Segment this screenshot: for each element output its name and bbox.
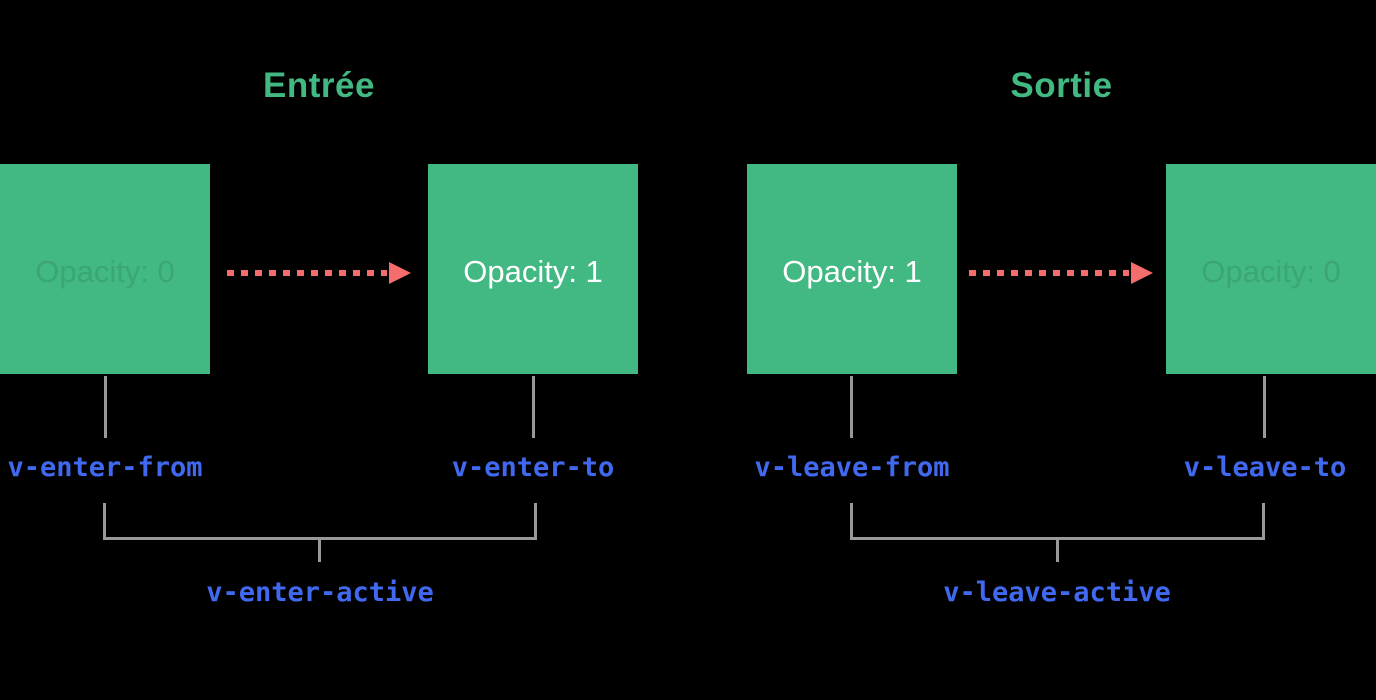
enter-dashed-arrow-line bbox=[227, 270, 387, 276]
enter-from-class-label: v-enter-from bbox=[7, 452, 203, 483]
leave-to-box-label: Opacity: 0 bbox=[1201, 254, 1341, 289]
leave-from-class-label: v-leave-from bbox=[754, 452, 950, 483]
enter-section-title: Entrée bbox=[263, 66, 375, 105]
leave-to-class-label: v-leave-to bbox=[1183, 452, 1347, 483]
leave-active-bracket bbox=[850, 503, 1265, 540]
enter-to-class-label: v-enter-to bbox=[451, 452, 615, 483]
enter-to-box-label: Opacity: 1 bbox=[463, 254, 603, 289]
leave-from-box-label: Opacity: 1 bbox=[782, 254, 922, 289]
enter-from-box: Opacity: 0 bbox=[0, 164, 210, 374]
leave-to-box: Opacity: 0 bbox=[1166, 164, 1376, 374]
enter-active-class-label: v-enter-active bbox=[206, 577, 434, 608]
enter-arrow-head-icon bbox=[389, 262, 411, 284]
leave-from-connector-line bbox=[850, 376, 853, 438]
leave-active-class-label: v-leave-active bbox=[943, 577, 1171, 608]
enter-to-connector-line bbox=[532, 376, 535, 438]
leave-active-bracket-stub bbox=[1056, 540, 1059, 562]
leave-to-connector-line bbox=[1263, 376, 1266, 438]
enter-from-box-label: Opacity: 0 bbox=[35, 254, 175, 289]
leave-arrow-head-icon bbox=[1131, 262, 1153, 284]
leave-dashed-arrow-line bbox=[969, 270, 1129, 276]
enter-active-bracket bbox=[103, 503, 537, 540]
enter-to-box: Opacity: 1 bbox=[428, 164, 638, 374]
enter-from-connector-line bbox=[104, 376, 107, 438]
leave-section-title: Sortie bbox=[1010, 66, 1113, 105]
enter-active-bracket-stub bbox=[318, 540, 321, 562]
leave-from-box: Opacity: 1 bbox=[747, 164, 957, 374]
